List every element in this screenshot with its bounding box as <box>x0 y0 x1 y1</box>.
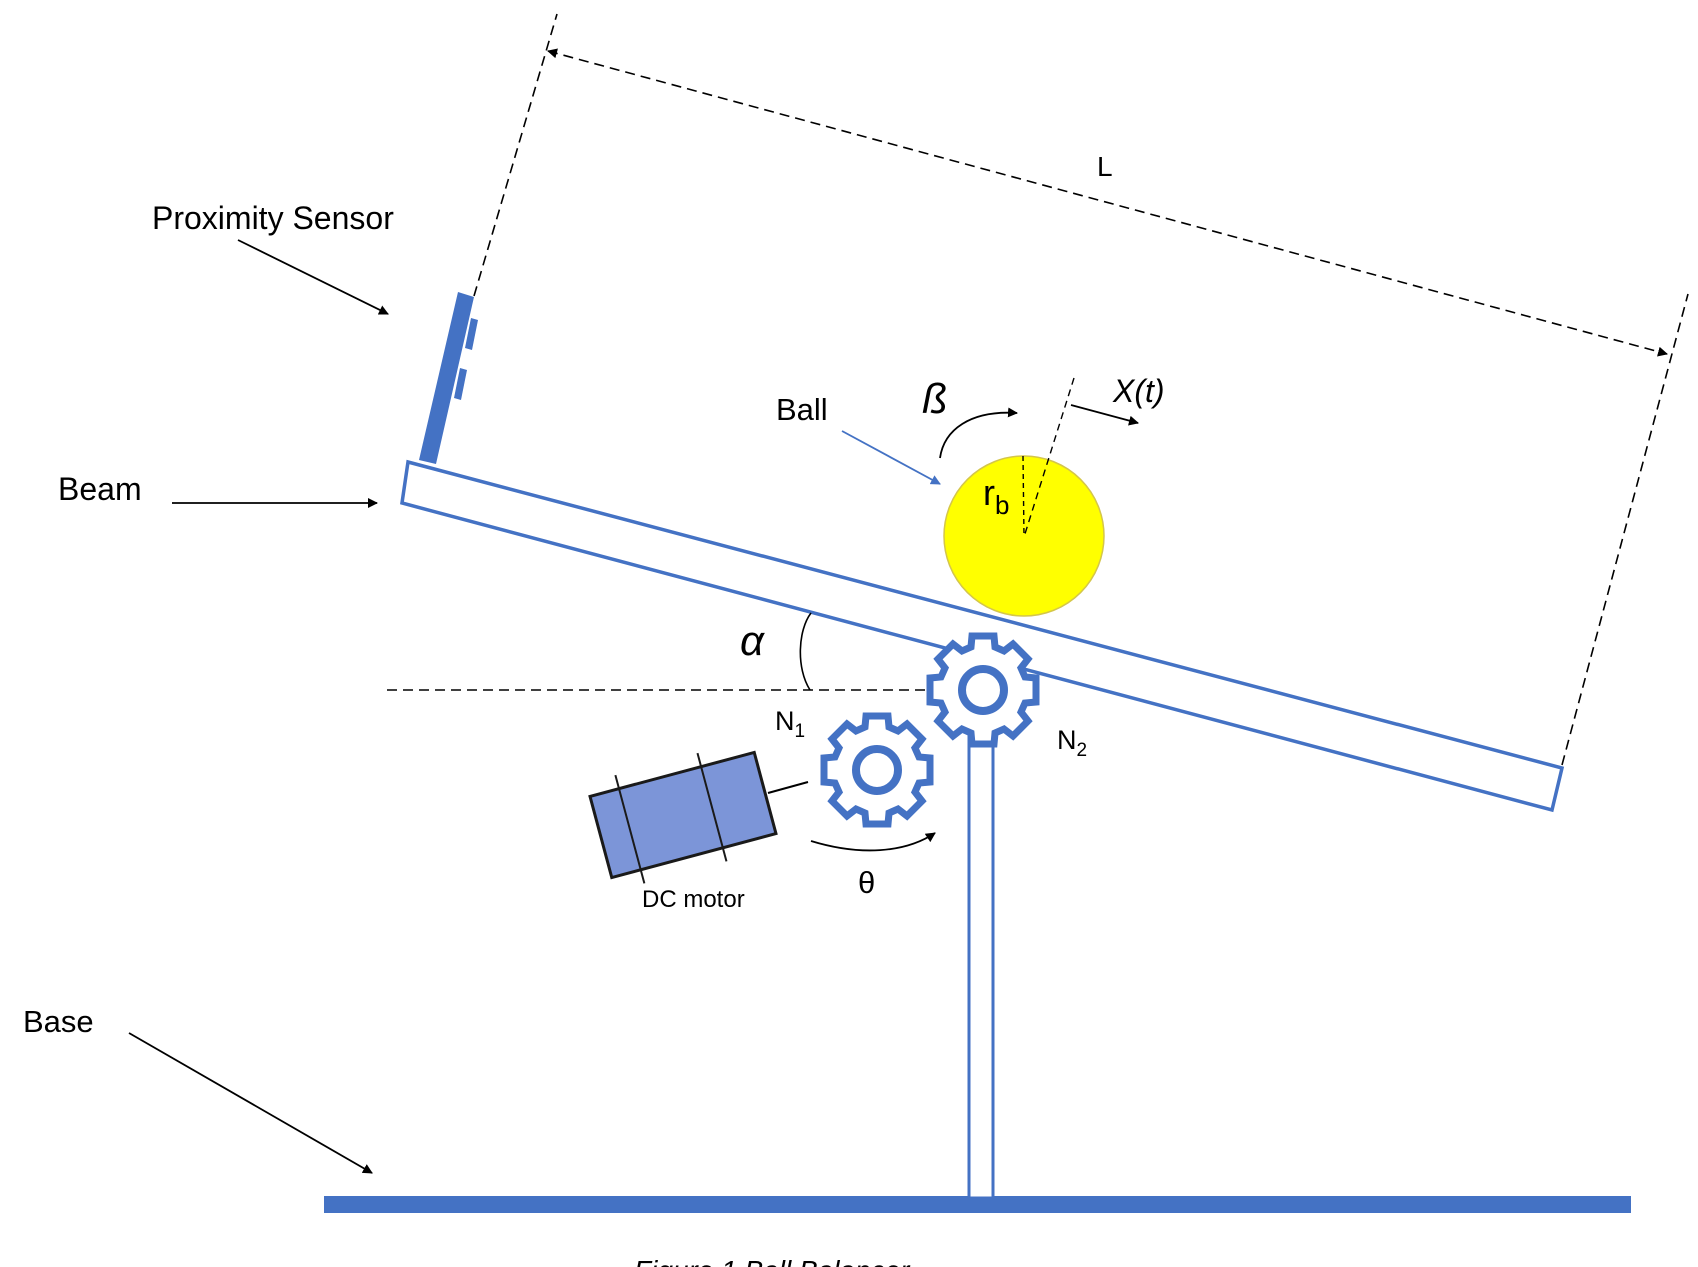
length-label: L <box>1097 151 1113 182</box>
stand-post <box>967 688 995 1200</box>
gear-n1-label: N1 <box>775 706 805 742</box>
ball-radius-line <box>1022 455 1025 538</box>
proximity-sensor-label: Proximity Sensor <box>152 200 394 236</box>
beam-angle-label: α <box>740 617 765 664</box>
ball-radius-label: rb <box>983 472 1009 520</box>
motor-shaft <box>767 781 809 794</box>
base-label: Base <box>23 1004 94 1039</box>
figure-caption: Figure 1 Ball Balancer <box>634 1255 911 1267</box>
ball-label: Ball <box>776 392 828 427</box>
proximity-sensor <box>419 292 478 464</box>
beam-label: Beam <box>58 471 142 507</box>
motor-angle-arrow <box>810 832 936 852</box>
length-extension-right <box>1561 293 1689 766</box>
ball-rotation-label: ß <box>922 375 948 422</box>
length-dimension-line <box>547 48 1668 357</box>
gear-n1 <box>824 716 930 824</box>
beam-angle-arc <box>799 612 812 691</box>
gear-n2 <box>930 636 1036 744</box>
base-plate <box>324 1196 1631 1213</box>
position-arrow <box>1070 404 1139 426</box>
base-pointer <box>128 1032 373 1174</box>
dc-motor-label: DC motor <box>642 886 745 913</box>
gear-n2-label: N2 <box>1057 725 1087 761</box>
ball-pointer <box>841 430 941 485</box>
motor-angle-label: θ <box>858 865 875 900</box>
ball <box>943 455 1105 617</box>
ball-position-line <box>1023 377 1075 538</box>
ball-rotation-arrow <box>939 407 1018 459</box>
proximity-sensor-pointer <box>237 239 389 315</box>
position-label: X(t) <box>1112 373 1165 409</box>
dc-motor <box>588 750 778 884</box>
length-extension-left <box>473 13 558 297</box>
